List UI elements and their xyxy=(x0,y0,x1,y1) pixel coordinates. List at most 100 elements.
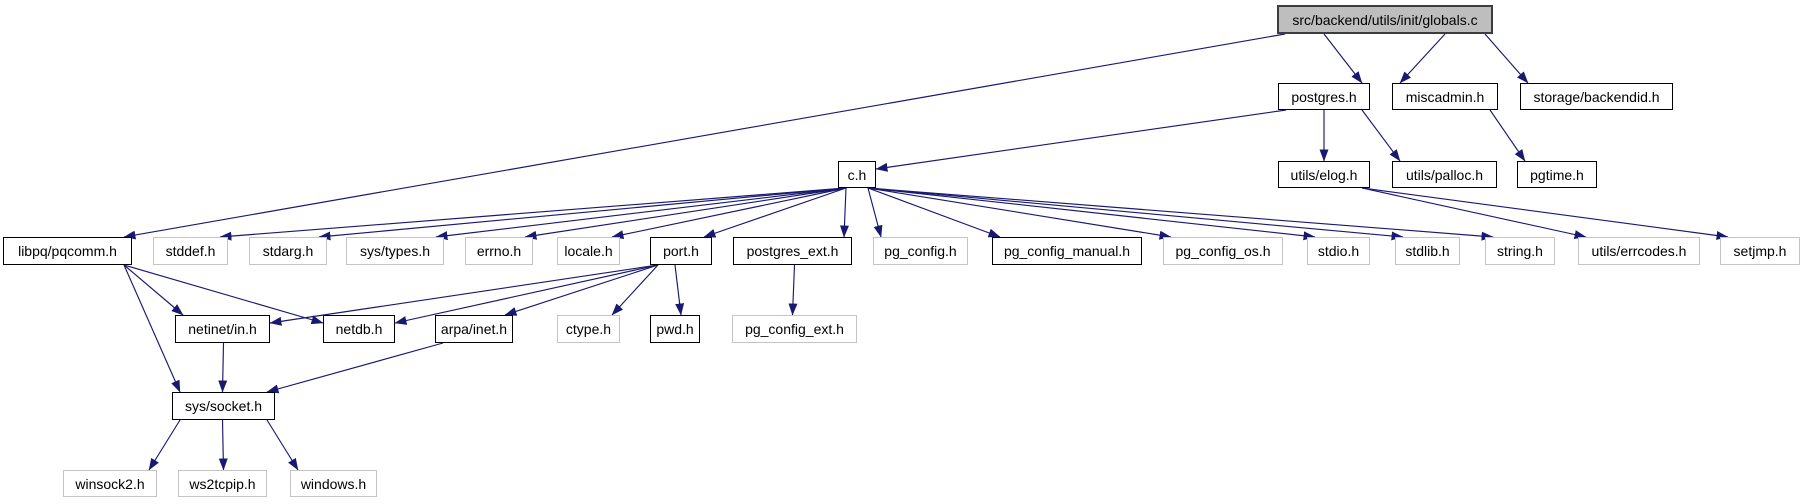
node-label: stdlib.h xyxy=(1405,243,1450,259)
node-label: postgres.h xyxy=(1291,88,1357,105)
node-pg-config-os-h: pg_config_os.h xyxy=(1163,237,1283,265)
node-stdarg-h: stdarg.h xyxy=(249,237,327,265)
edge-c-h--port-h xyxy=(703,187,847,238)
edge-c-h--postgres-ext-h xyxy=(839,187,849,238)
edge-arpa-inet-h--sys-socket-h xyxy=(266,342,444,394)
node-windows-h: windows.h xyxy=(290,470,377,497)
node-label: pwd.h xyxy=(656,321,694,337)
edge-c-h--string-h xyxy=(867,187,1494,241)
node-label: pg_config.h xyxy=(884,243,957,259)
node-label: ws2tcpip.h xyxy=(189,475,256,492)
node-label: src/backend/utils/init/globals.c xyxy=(1292,11,1478,28)
edge-utils-elog-h--setjmp-h xyxy=(1361,187,1729,240)
node-sys-socket-h[interactable]: sys/socket.h xyxy=(172,392,275,420)
edge-port-h--ctype-h xyxy=(611,264,659,316)
edge-sys-socket-h--windows-h xyxy=(266,419,299,471)
node-label: sys/socket.h xyxy=(184,398,263,414)
node-sys-types-h: sys/types.h xyxy=(346,237,444,265)
edge-c-h--pg-config-manual-h xyxy=(867,187,1001,238)
node-label: winsock2.h xyxy=(75,475,145,492)
edge-c-h--errno-h xyxy=(524,187,847,240)
edge-utils-elog-h--utils-errcodes-h xyxy=(1361,187,1587,239)
edge-miscadmin-h--pgtime-h xyxy=(1489,109,1526,162)
node-libpq-pqcomm-h[interactable]: libpq/pqcomm.h xyxy=(3,237,132,265)
node-label: errno.h xyxy=(476,243,522,259)
edge-c-h--pg-config-os-h xyxy=(867,187,1172,240)
node-label: port.h xyxy=(663,243,699,259)
node-label: stddef.h xyxy=(165,243,216,259)
node-pwd-h[interactable]: pwd.h xyxy=(650,315,700,343)
node-label: locale.h xyxy=(564,243,613,259)
node-label: utils/errcodes.h xyxy=(1591,243,1687,259)
edge-c-h--pg-config-h xyxy=(867,187,883,238)
edge-globals-c--libpq-pqcomm-h xyxy=(123,33,1286,240)
node-setjmp-h: setjmp.h xyxy=(1720,237,1800,265)
node-stddef-h: stddef.h xyxy=(153,237,228,265)
edge-libpq-pqcomm-h--netinet-in-h xyxy=(123,264,184,316)
node-label: arpa/inet.h xyxy=(440,321,508,337)
edge-c-h--sys-types-h xyxy=(435,187,847,241)
node-label: pgtime.h xyxy=(1530,166,1584,183)
node-arpa-inet-h[interactable]: arpa/inet.h xyxy=(435,315,513,343)
node-label: netinet/in.h xyxy=(188,321,257,337)
node-label: storage/backendid.h xyxy=(1533,88,1660,105)
node-label: windows.h xyxy=(300,475,367,492)
node-netdb-h[interactable]: netdb.h xyxy=(323,315,395,343)
edge-globals-c--postgres-h xyxy=(1323,33,1363,84)
node-label: libpq/pqcomm.h xyxy=(18,243,117,259)
node-postgres-h[interactable]: postgres.h xyxy=(1278,83,1370,110)
edge-c-h--locale-h xyxy=(611,187,847,240)
node-label: stdio.h xyxy=(1317,243,1360,259)
node-postgres-ext-h[interactable]: postgres_ext.h xyxy=(733,237,852,265)
node-miscadmin-h[interactable]: miscadmin.h xyxy=(1392,83,1498,110)
node-label: pg_config_os.h xyxy=(1175,243,1271,259)
edge-libpq-pqcomm-h--sys-socket-h xyxy=(123,264,181,393)
node-storage-backendid-h[interactable]: storage/backendid.h xyxy=(1520,83,1673,110)
node-label: pg_config_ext.h xyxy=(745,321,844,337)
node-label: ctype.h xyxy=(565,321,612,337)
edge-port-h--arpa-inet-h xyxy=(504,264,659,316)
node-ws2tcpip-h: ws2tcpip.h xyxy=(178,470,267,497)
node-pg-config-manual-h[interactable]: pg_config_manual.h xyxy=(992,237,1142,265)
node-pg-config-ext-h: pg_config_ext.h xyxy=(732,315,857,343)
node-c-h[interactable]: c.h xyxy=(838,161,876,188)
edge-postgres-ext-h--pg-config-ext-h xyxy=(788,264,798,316)
edge-postgres-h--c-h xyxy=(875,109,1287,172)
node-netinet-in-h[interactable]: netinet/in.h xyxy=(175,315,270,343)
edge-postgres-h--utils-palloc-h xyxy=(1361,109,1401,162)
node-label: utils/palloc.h xyxy=(1405,166,1484,183)
node-label: setjmp.h xyxy=(1733,243,1787,259)
node-label: miscadmin.h xyxy=(1405,88,1485,105)
node-locale-h: locale.h xyxy=(557,237,620,265)
edge-c-h--stdio-h xyxy=(867,187,1316,241)
node-label: utils/elog.h xyxy=(1290,166,1358,183)
edge-c-h--stddef-h xyxy=(219,187,847,241)
node-globals-c: src/backend/utils/init/globals.c xyxy=(1277,5,1493,34)
node-utils-palloc-h[interactable]: utils/palloc.h xyxy=(1392,161,1497,188)
node-string-h: string.h xyxy=(1485,237,1555,265)
node-pgtime-h[interactable]: pgtime.h xyxy=(1517,161,1597,188)
edge-port-h--pwd-h xyxy=(674,264,685,316)
edge-globals-c--storage-backendid-h xyxy=(1484,33,1529,84)
node-label: pg_config_manual.h xyxy=(1003,243,1131,259)
node-errno-h: errno.h xyxy=(465,237,533,265)
edge-globals-c--miscadmin-h xyxy=(1399,33,1446,84)
node-port-h[interactable]: port.h xyxy=(650,237,712,265)
node-label: stdarg.h xyxy=(262,243,314,259)
node-utils-errcodes-h: utils/errcodes.h xyxy=(1578,237,1700,265)
edge-sys-socket-h--ws2tcpip-h xyxy=(218,419,228,471)
node-label: netdb.h xyxy=(335,321,383,337)
node-winsock2-h: winsock2.h xyxy=(63,470,157,497)
node-ctype-h: ctype.h xyxy=(557,315,620,343)
node-label: sys/types.h xyxy=(359,243,431,259)
node-pg-config-h: pg_config.h xyxy=(873,237,968,265)
node-stdio-h: stdio.h xyxy=(1307,237,1370,265)
node-label: postgres_ext.h xyxy=(746,243,839,259)
node-label: c.h xyxy=(847,166,867,183)
edge-c-h--stdlib-h xyxy=(867,187,1404,241)
node-label: string.h xyxy=(1497,243,1543,259)
edge-netinet-in-h--sys-socket-h xyxy=(218,342,228,393)
node-utils-elog-h[interactable]: utils/elog.h xyxy=(1278,161,1370,188)
edge-c-h--stdarg-h xyxy=(318,187,847,241)
